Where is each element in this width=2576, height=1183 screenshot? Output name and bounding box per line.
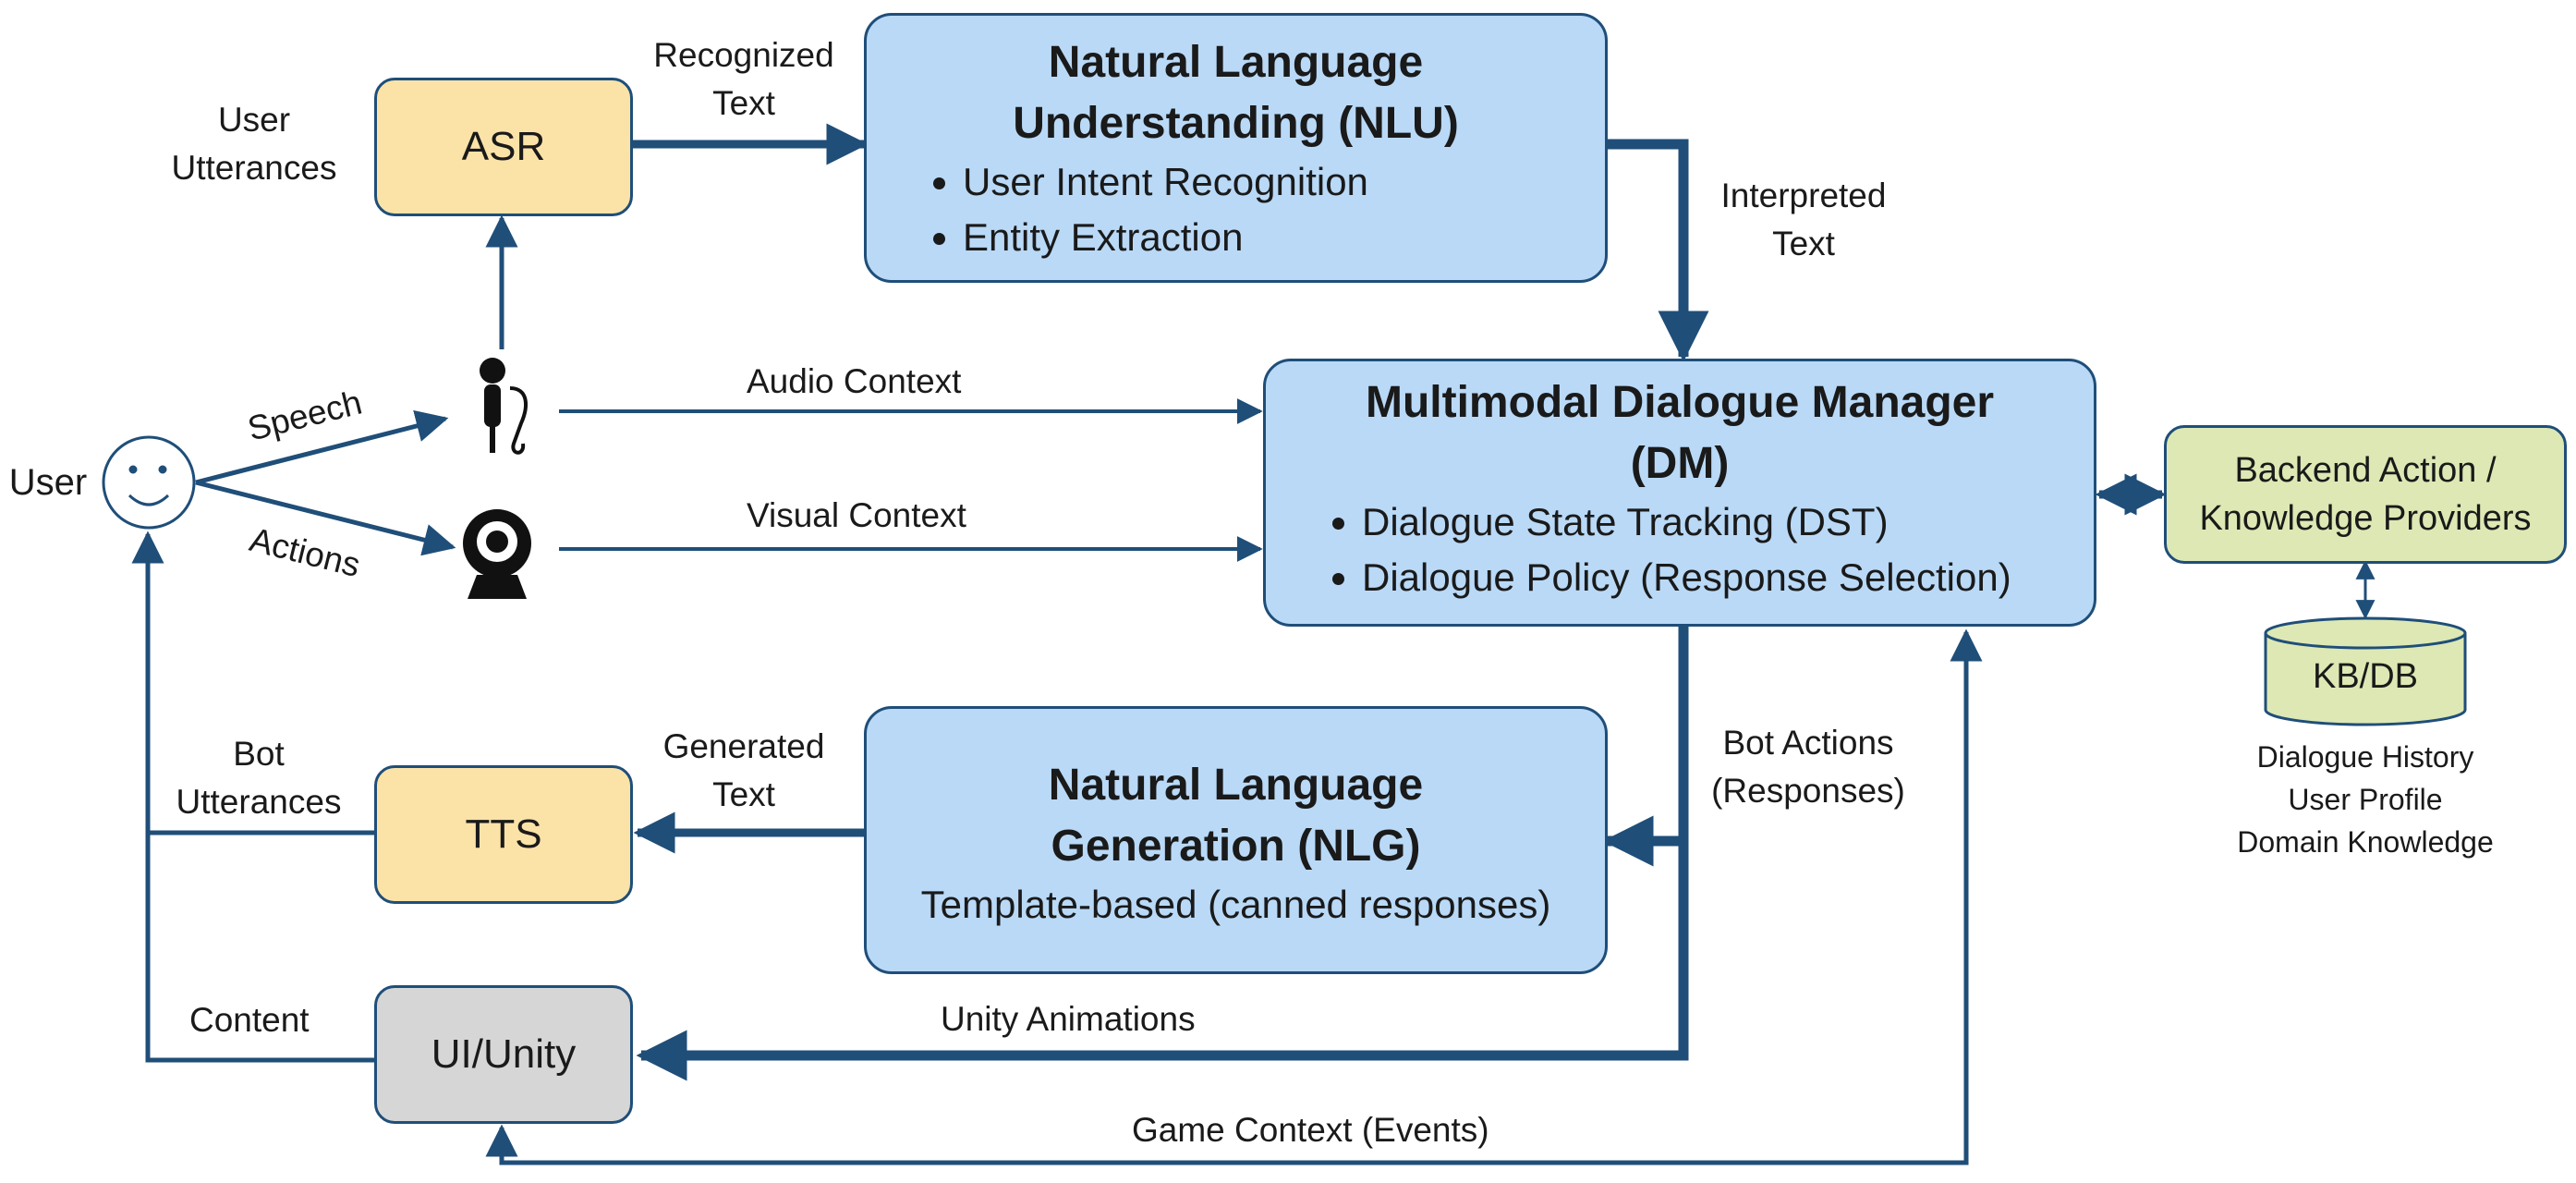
user-utterances-label: User Utterances xyxy=(171,101,337,187)
dm-bullet: Dialogue Policy (Response Selection) xyxy=(1362,550,2094,605)
nlu-title-line1: Natural Language xyxy=(1048,38,1424,87)
game-context-label: Game Context (Events) xyxy=(1132,1111,1489,1149)
user-label: User xyxy=(8,462,88,503)
visual-context-label: Visual Context xyxy=(747,496,966,534)
dm-bullets: Dialogue State Tracking (DST) Dialogue P… xyxy=(1266,494,2094,605)
nlu-title-line2: Understanding (NLU) xyxy=(1013,99,1459,148)
backend-label-line1: Backend Action / xyxy=(2234,451,2497,490)
arrow-nlu-to-dm xyxy=(1608,139,1709,362)
kbdb-note: User Profile xyxy=(2288,783,2443,816)
content-label: Content xyxy=(189,1001,310,1039)
asr-box: ASR xyxy=(374,78,633,216)
ui-unity-box: UI/Unity xyxy=(374,985,633,1124)
audio-context-label: Audio Context xyxy=(747,362,962,400)
generated-text-label: Generated Text xyxy=(662,727,825,813)
dm-title-line1: Multimodal Dialogue Manager xyxy=(1365,378,1995,427)
kbdb-notes: Dialogue History User Profile Domain Kno… xyxy=(2199,736,2532,863)
microphone-icon xyxy=(480,358,528,455)
nlg-title: Natural Language Generation (NLG) xyxy=(867,755,1605,877)
dm-box: Multimodal Dialogue Manager (DM) Dialogu… xyxy=(1263,359,2096,627)
tts-label: TTS xyxy=(465,811,542,857)
nlu-box: Natural Language Understanding (NLU) Use… xyxy=(864,13,1608,283)
backend-box: Backend Action / Knowledge Providers xyxy=(2164,425,2567,564)
arrow-game-context xyxy=(485,628,1983,1165)
arrow-speech xyxy=(195,409,449,485)
nlg-title-line1: Natural Language xyxy=(1048,761,1424,810)
kbdb-label: KB/DB xyxy=(2312,657,2419,696)
kbdb-note: Domain Knowledge xyxy=(2237,825,2494,859)
kbdb-cylinder xyxy=(2264,616,2467,726)
smiley-face-icon xyxy=(102,435,196,530)
webcam-icon xyxy=(463,509,531,599)
interpreted-text-label: Interpreted Text xyxy=(1720,177,1887,262)
asr-label: ASR xyxy=(461,124,546,169)
nlg-title-line2: Generation (NLG) xyxy=(1051,822,1421,871)
nlg-box: Natural Language Generation (NLG) Templa… xyxy=(864,706,1608,974)
tts-box: TTS xyxy=(374,765,633,904)
backend-label-line2: Knowledge Providers xyxy=(2199,499,2532,538)
bot-actions-label: Bot Actions (Responses) xyxy=(1711,724,1905,810)
kbdb-note: Dialogue History xyxy=(2256,740,2474,774)
arrow-ui-to-user xyxy=(131,531,374,1063)
arrow-actions xyxy=(195,480,456,556)
dm-title-line2: (DM) xyxy=(1630,439,1730,488)
recognized-text-label: Recognized Text xyxy=(653,36,834,122)
unity-animations-label: Unity Animations xyxy=(941,1000,1196,1038)
ui-unity-label: UI/Unity xyxy=(431,1031,577,1077)
nlu-bullet: User Intent Recognition xyxy=(963,154,1605,210)
nlg-subtitle: Template-based (canned responses) xyxy=(920,883,1551,926)
nlu-bullet: Entity Extraction xyxy=(963,210,1605,265)
nlu-title: Natural Language Understanding (NLU) xyxy=(867,32,1605,154)
dm-title: Multimodal Dialogue Manager (DM) xyxy=(1266,372,2094,494)
dm-bullet: Dialogue State Tracking (DST) xyxy=(1362,494,2094,550)
bot-utterances-label: Bot Utterances xyxy=(176,735,342,821)
nlu-bullets: User Intent Recognition Entity Extractio… xyxy=(867,154,1605,265)
